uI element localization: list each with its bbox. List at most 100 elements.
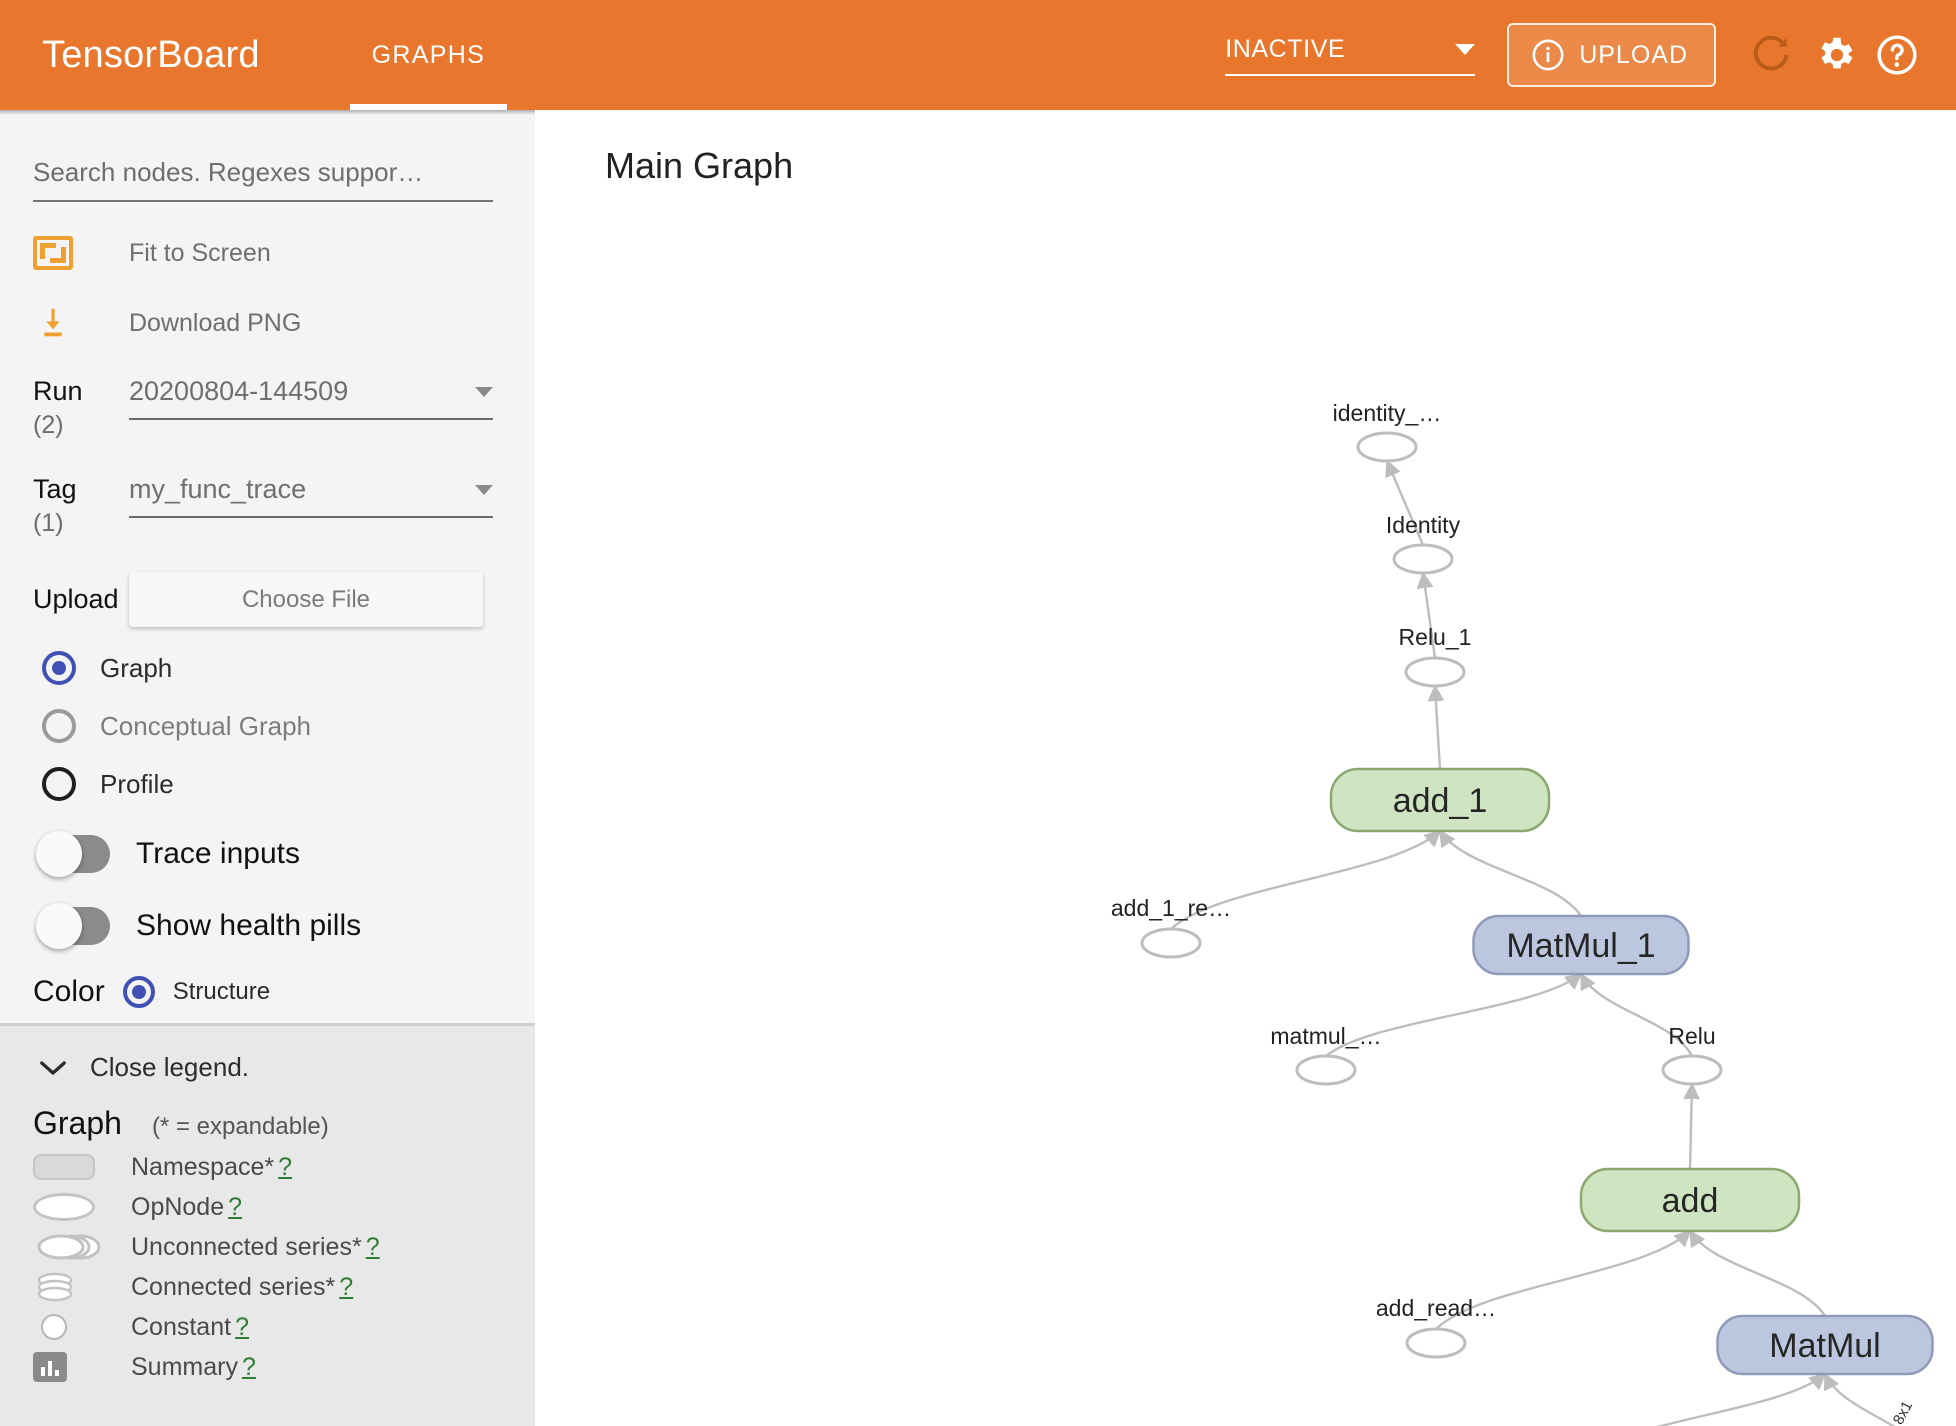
refresh-icon	[1753, 35, 1789, 71]
graph-node-matmul_1[interactable]: MatMul_1	[1472, 914, 1690, 976]
node-label: add	[1662, 1182, 1719, 1220]
graph-node-matmul[interactable]: MatMul	[1716, 1314, 1934, 1376]
chevron-down-icon	[475, 484, 493, 495]
radio-graph[interactable]: Graph	[42, 651, 535, 685]
legend-header: Graph (* = expandable)	[33, 1105, 535, 1142]
legend-title: Graph	[33, 1105, 122, 1141]
close-legend-button[interactable]: Close legend.	[38, 1052, 535, 1083]
refresh-button[interactable]	[1742, 24, 1804, 86]
page-title: Main Graph	[605, 145, 794, 186]
run-value: 20200804-144509	[129, 376, 349, 406]
close-legend-label: Close legend.	[90, 1052, 249, 1082]
toggle-trace-inputs-label: Trace inputs	[136, 837, 300, 870]
legend-item-label: Constant	[131, 1312, 232, 1341]
constant-swatch-icon	[33, 1314, 123, 1340]
graph-edge	[1427, 684, 1445, 770]
summary-swatch-icon	[33, 1352, 123, 1382]
graph-edge	[1656, 1372, 1827, 1426]
graph-edge	[1579, 972, 1694, 1057]
legend-subtitle: (* = expandable)	[151, 1113, 329, 1140]
node-shape	[1716, 1314, 1934, 1376]
radio-profile-icon	[42, 767, 76, 801]
toggle-trace-inputs[interactable]: Trace inputs	[36, 831, 535, 877]
graph-node-matmul_read[interactable]: matmul_r…	[1529, 1423, 1648, 1426]
radio-profile[interactable]: Profile	[42, 767, 535, 801]
node-label: add_read…	[1376, 1295, 1496, 1321]
connected-series-swatch-icon	[33, 1271, 123, 1303]
graph-node-relu[interactable]: Relu	[1661, 1023, 1723, 1086]
tag-count: (1)	[33, 509, 64, 537]
graph-node-add_read[interactable]: add_read…	[1376, 1295, 1496, 1359]
top-bar-right-controls: INACTIVE UPLOAD	[1225, 0, 1928, 110]
node-label: Identity	[1386, 512, 1461, 538]
help-link[interactable]: ?	[235, 1312, 249, 1341]
radio-conceptual-graph-label: Conceptual Graph	[100, 710, 312, 741]
graph-node-identity[interactable]: Identity	[1386, 512, 1461, 575]
graph-edge	[1325, 972, 1583, 1057]
node-shape	[1356, 431, 1418, 463]
fit-to-screen-label: Fit to Screen	[129, 238, 271, 267]
settings-button[interactable]	[1804, 24, 1866, 86]
graph-edge	[1416, 571, 1437, 659]
node-label: Relu	[1668, 1023, 1715, 1049]
run-label-block: Run (2)	[33, 376, 129, 440]
tag-selector: Tag (1) my_func_trace	[33, 474, 535, 538]
settings-gear-icon	[1821, 37, 1853, 69]
radio-graph-label: Graph	[100, 652, 173, 683]
node-label: Relu_1	[1399, 624, 1472, 650]
color-option-row: Color Structure	[33, 975, 535, 1009]
help-link[interactable]: ?	[228, 1192, 243, 1221]
graph-edge	[1439, 829, 1582, 917]
node-shape	[1405, 1327, 1467, 1359]
edge-label: 8x1	[1890, 1398, 1916, 1426]
graph-edge	[1435, 1229, 1692, 1330]
graph-node-add_1_read[interactable]: add_1_re…	[1111, 895, 1231, 959]
graph-node-matmul_1_read[interactable]: matmul_…	[1270, 1023, 1382, 1086]
help-link[interactable]: ?	[241, 1352, 256, 1381]
download-png-action[interactable]: Download PNG	[33, 304, 535, 342]
upload-button[interactable]: UPLOAD	[1507, 23, 1716, 87]
legend-item-opnode: OpNode?	[33, 1192, 535, 1222]
upload-label: Upload	[33, 584, 119, 614]
help-button[interactable]	[1866, 24, 1928, 86]
run-status-dropdown[interactable]: INACTIVE	[1225, 35, 1476, 76]
graph-node-identity_out[interactable]: identity_…	[1333, 400, 1442, 463]
legend-panel: Close legend. Graph (* = expandable) Nam…	[0, 1023, 535, 1426]
toggle-show-health-pills[interactable]: Show health pills	[36, 903, 535, 949]
tag-label: Tag	[33, 474, 77, 504]
opnode-swatch-icon	[33, 1193, 123, 1221]
tag-dropdown[interactable]: my_func_trace	[129, 474, 493, 518]
chevron-down-icon	[475, 386, 493, 397]
graph-edge	[1688, 1229, 1827, 1317]
choose-file-button[interactable]: Choose File	[129, 572, 483, 627]
fit-to-screen-action[interactable]: Fit to Screen	[33, 236, 535, 270]
download-icon	[44, 308, 62, 337]
node-shape	[1329, 767, 1551, 833]
legend-item-constant: Constant?	[33, 1312, 535, 1342]
fit-to-screen-icon	[33, 236, 73, 270]
radio-conceptual-graph[interactable]: Conceptual Graph	[42, 709, 535, 743]
graph-edge	[1385, 459, 1425, 546]
toggle-trace-inputs-switch	[36, 831, 110, 877]
tab-graphs[interactable]: GRAPHS	[349, 0, 508, 110]
legend-item-label: Unconnected series*	[131, 1232, 362, 1261]
sidebar-top-shadow	[0, 110, 535, 115]
graph-node-add[interactable]: add	[1579, 1167, 1801, 1233]
help-link[interactable]: ?	[278, 1152, 293, 1181]
node-shape	[1579, 1167, 1801, 1233]
radio-structure-icon[interactable]	[122, 976, 155, 1008]
help-link[interactable]: ?	[339, 1272, 354, 1301]
toggle-show-health-pills-switch	[36, 903, 110, 949]
tag-value: my_func_trace	[129, 474, 307, 504]
unconnected-series-swatch-icon	[33, 1232, 123, 1262]
search-field-wrapper	[33, 157, 493, 202]
help-link[interactable]: ?	[365, 1232, 380, 1261]
graph-node-relu_1[interactable]: Relu_1	[1399, 624, 1472, 688]
run-dropdown[interactable]: 20200804-144509	[129, 376, 493, 420]
namespace-swatch-icon	[33, 1154, 123, 1180]
graph-node-add_1[interactable]: add_1	[1329, 767, 1551, 833]
search-input[interactable]	[33, 157, 493, 202]
radio-graph-icon	[42, 651, 76, 685]
node-shape	[1392, 543, 1454, 575]
